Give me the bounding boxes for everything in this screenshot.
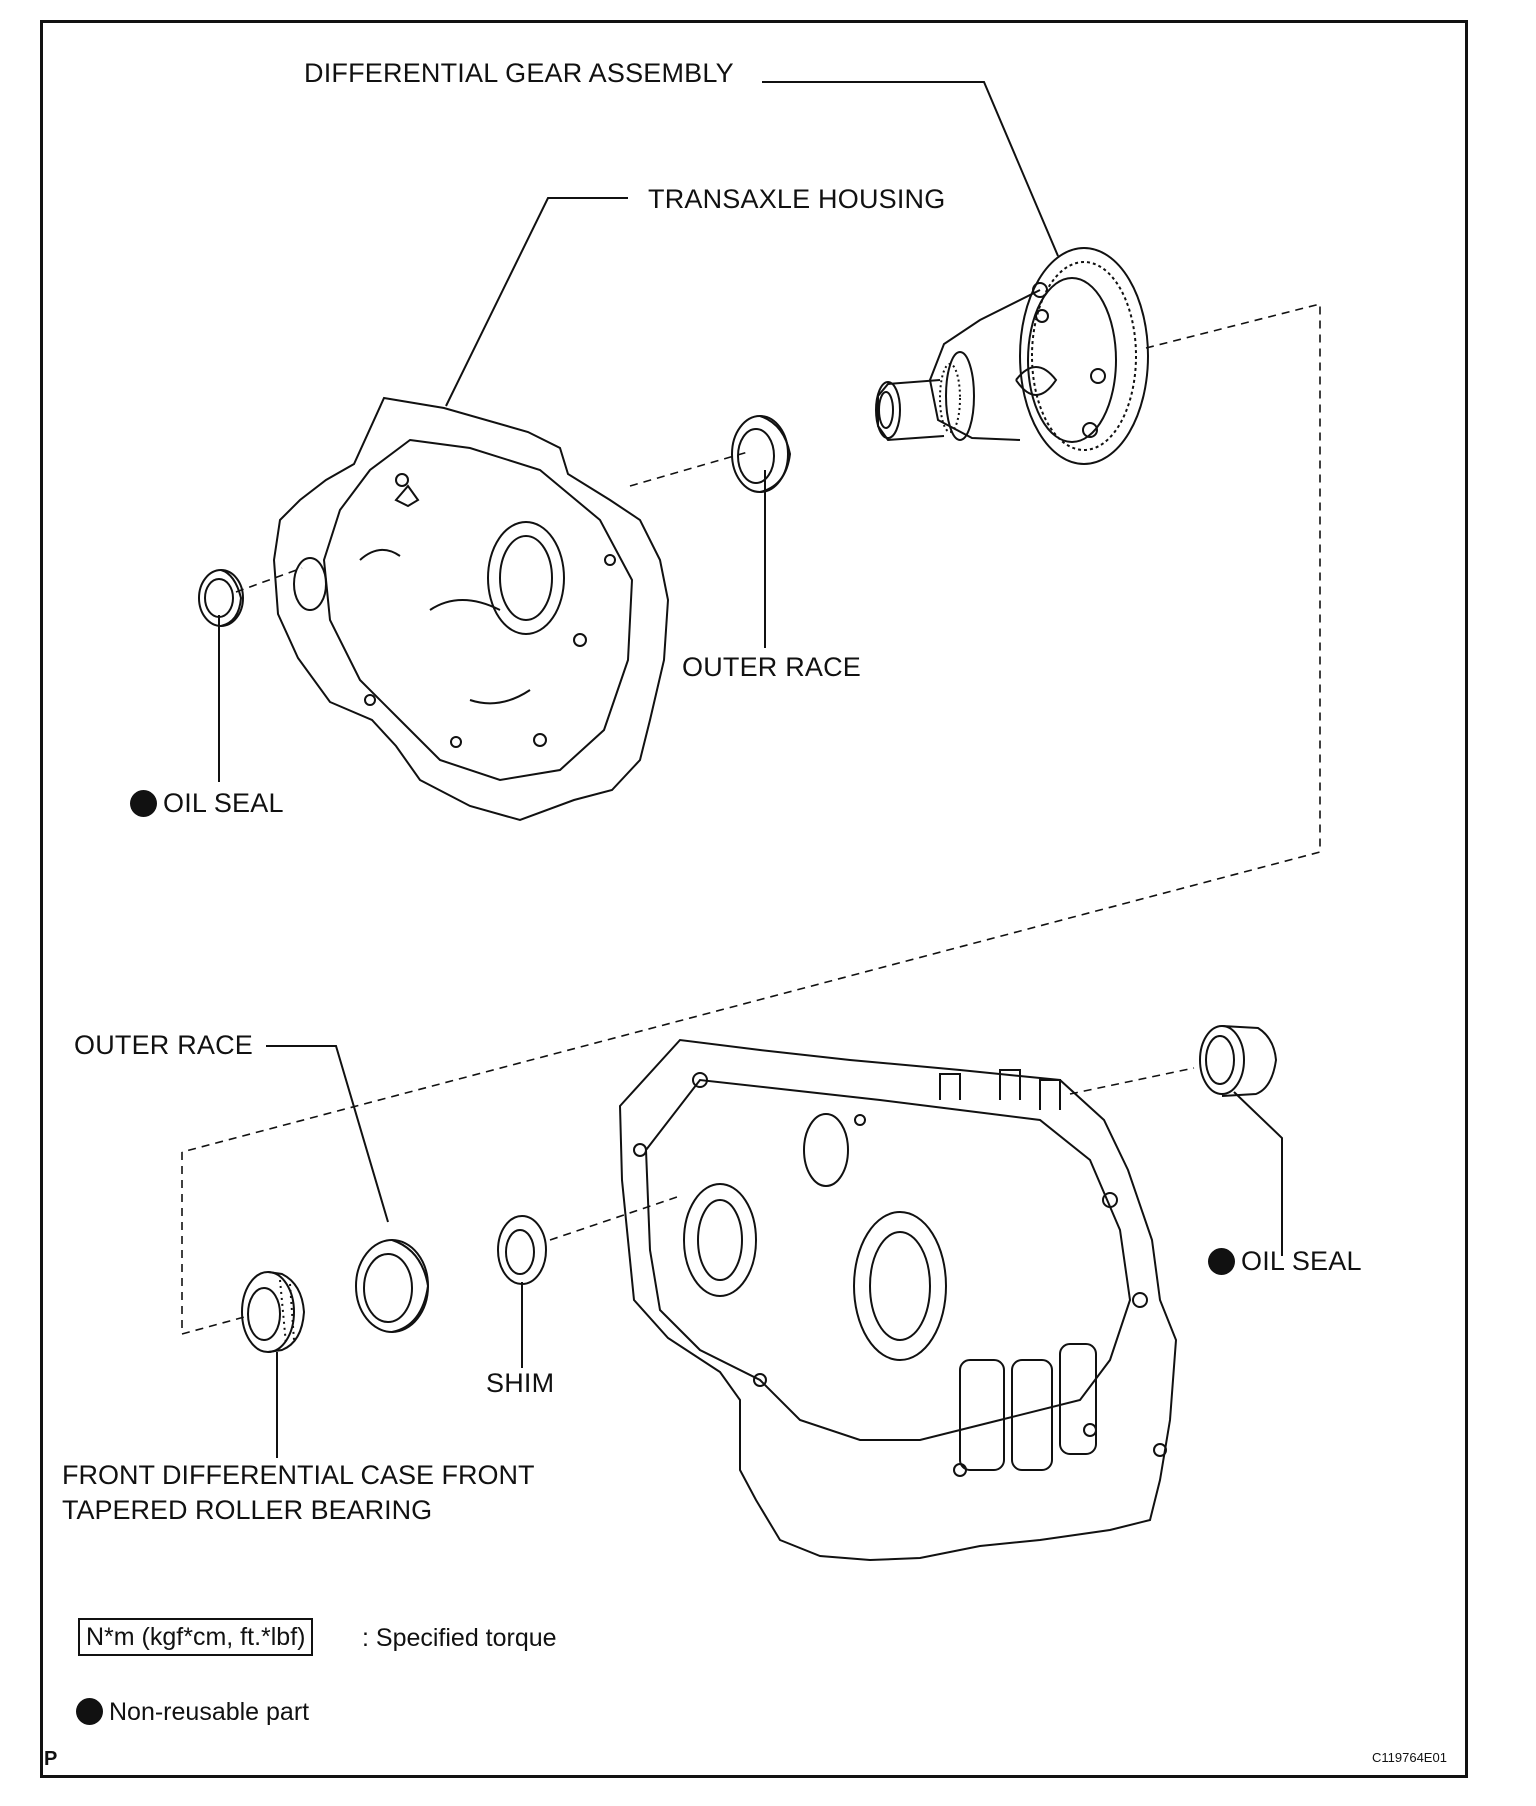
- non-reusable-dot-icon: [76, 1698, 103, 1725]
- label-tapered-roller-bearing: FRONT DIFFERENTIAL CASE FRONT TAPERED RO…: [62, 1460, 535, 1525]
- corner-mark: P: [44, 1748, 58, 1770]
- outer-race-top-part: [731, 415, 792, 493]
- transaxle-housing-part: [272, 396, 670, 822]
- torque-unit-box: N*m (kgf*cm, ft.*lbf): [78, 1618, 314, 1656]
- differential-gear-part: [875, 247, 1149, 465]
- non-reusable-dot-icon: [130, 790, 157, 817]
- oil-seal-right-part: [1199, 1025, 1278, 1097]
- leader-outer-race-bottom: [266, 1045, 389, 1223]
- leader-differential: [762, 81, 1059, 257]
- shim-part: [497, 1215, 547, 1285]
- transmission-case-part: [618, 1038, 1178, 1562]
- label-oil-seal-left: OIL SEAL: [130, 790, 284, 817]
- oil-seal-left-part: [198, 569, 244, 627]
- figure-code: C119764E01: [1372, 1750, 1447, 1765]
- non-reusable-dot-icon: [1208, 1248, 1235, 1275]
- non-reusable-legend: Non-reusable part: [76, 1698, 309, 1727]
- leader-transaxle-housing: [445, 197, 628, 407]
- torque-description: : Specified torque: [362, 1624, 557, 1652]
- diagram-frame: [40, 20, 1468, 1778]
- label-transaxle-housing: TRANSAXLE HOUSING: [648, 184, 946, 214]
- label-outer-race-bottom: OUTER RACE: [74, 1030, 254, 1060]
- label-differential-gear-assembly: DIFFERENTIAL GEAR ASSEMBLY: [304, 58, 734, 88]
- label-shim: SHIM: [486, 1368, 555, 1398]
- outer-race-bottom-part: [355, 1239, 430, 1333]
- dashed-alignment-lines: [181, 302, 1321, 1336]
- leader-oil-seal-right: [1233, 1091, 1283, 1256]
- label-oil-seal-right: OIL SEAL: [1208, 1248, 1362, 1275]
- tapered-roller-bearing-part: [241, 1271, 306, 1353]
- label-outer-race-top: OUTER RACE: [682, 652, 862, 682]
